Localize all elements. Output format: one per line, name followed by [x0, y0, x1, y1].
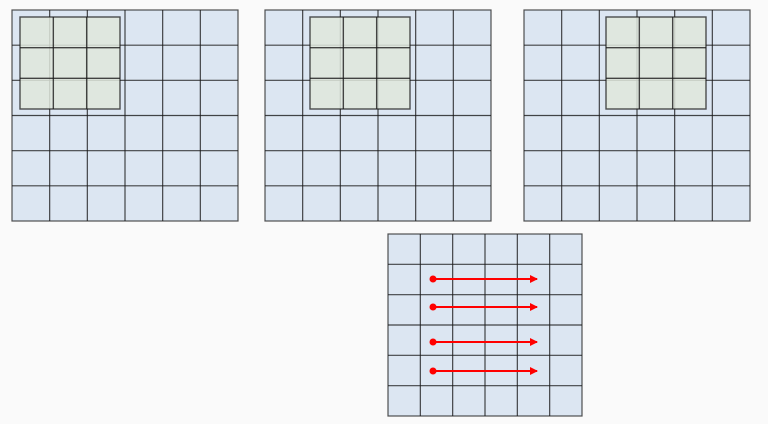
- arrow-start-dot: [429, 275, 437, 283]
- scan-arrow-2: [429, 303, 538, 311]
- arrow-start-dot: [429, 367, 437, 375]
- scan-arrow-4: [429, 367, 538, 375]
- kernel-window: [605, 16, 707, 110]
- output-grid-panel: [387, 233, 583, 417]
- input-grid-panel-3: [523, 9, 751, 222]
- kernel-window: [19, 16, 121, 110]
- input-grid-panel-2: [264, 9, 492, 222]
- arrow-start-dot: [429, 338, 437, 346]
- output-grid: [387, 233, 583, 417]
- scan-arrow-1: [429, 275, 538, 283]
- input-grid-panel-1: [11, 9, 239, 222]
- scan-arrow-3: [429, 338, 538, 346]
- kernel-window-background: [309, 16, 411, 110]
- kernel-window-background: [19, 16, 121, 110]
- kernel-window: [309, 16, 411, 110]
- input-grid: [11, 9, 239, 222]
- arrow-start-dot: [429, 303, 437, 311]
- kernel-window-background: [605, 16, 707, 110]
